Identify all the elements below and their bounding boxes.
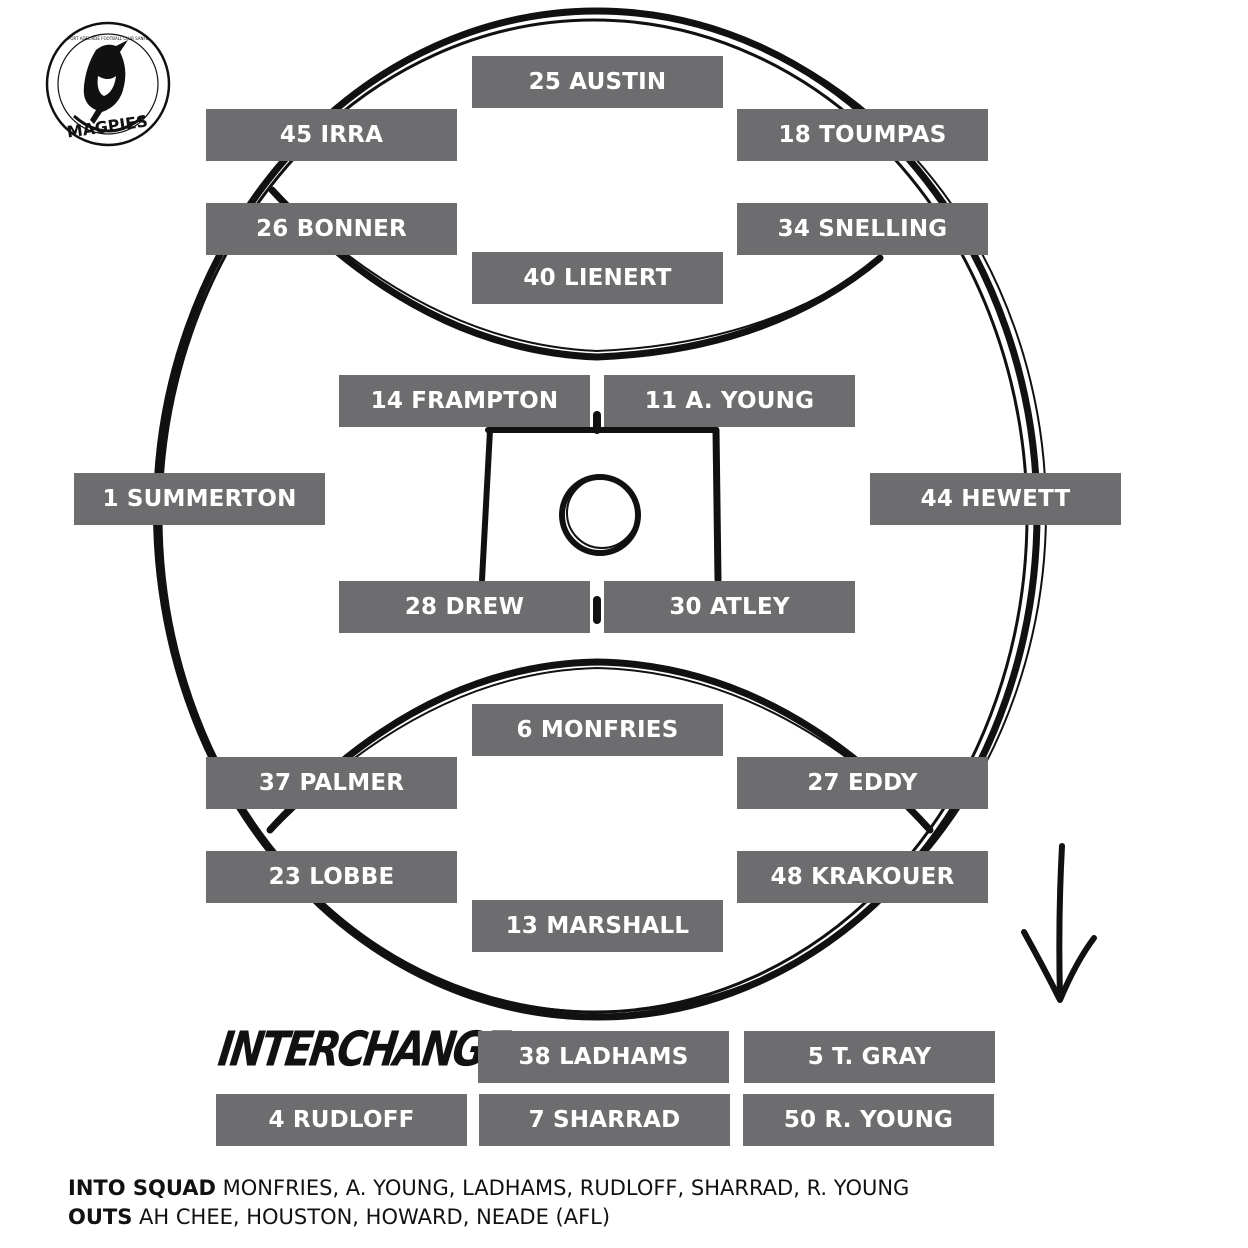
magpie-logo-icon: MAGPIES PORT ADELAIDE FOOTBALL CLUB SANF…	[45, 21, 171, 147]
player-centre-half-back: 6 MONFRIES	[472, 704, 723, 756]
interchange-player: 7 SHARRAD	[479, 1094, 730, 1146]
interchange-player: 5 T. GRAY	[744, 1031, 995, 1083]
interchange-player: 38 LADHAMS	[478, 1031, 729, 1083]
into-squad-label: INTO SQUAD	[68, 1176, 216, 1200]
player-full-forward: 25 AUSTIN	[472, 56, 723, 108]
player-centre-top-right: 11 A. YOUNG	[604, 375, 855, 427]
player-centre-bottom-right: 30 ATLEY	[604, 581, 855, 633]
logo-ring-text: PORT ADELAIDE FOOTBALL CLUB SANFL	[68, 36, 149, 41]
outs-value: AH CHEE, HOUSTON, HOWARD, NEADE (AFL)	[139, 1205, 611, 1229]
player-back-pocket-left: 23 LOBBE	[206, 851, 457, 903]
player-half-back-left: 37 PALMER	[206, 757, 457, 809]
interchange-player: 50 R. YOUNG	[743, 1094, 994, 1146]
into-squad-line: INTO SQUAD MONFRIES, A. YOUNG, LADHAMS, …	[68, 1176, 909, 1200]
player-wing-right: 44 HEWETT	[870, 473, 1121, 525]
player-centre-bottom-left: 28 DREW	[339, 581, 590, 633]
player-centre-top-left: 14 FRAMPTON	[339, 375, 590, 427]
down-arrow-icon	[1021, 843, 1097, 1003]
player-back-pocket-right: 48 KRAKOUER	[737, 851, 988, 903]
outs-line: OUTS AH CHEE, HOUSTON, HOWARD, NEADE (AF…	[68, 1205, 610, 1229]
player-half-forward-left: 26 BONNER	[206, 203, 457, 255]
player-wing-left: 1 SUMMERTON	[74, 473, 325, 525]
into-squad-value: MONFRIES, A. YOUNG, LADHAMS, RUDLOFF, SH…	[222, 1176, 910, 1200]
player-half-forward-right: 34 SNELLING	[737, 203, 988, 255]
outs-label: OUTS	[68, 1205, 133, 1229]
player-centre-half-forward: 40 LIENERT	[472, 252, 723, 304]
player-forward-pocket-right: 18 TOUMPAS	[737, 109, 988, 161]
interchange-title: INTERCHANGE	[214, 1022, 511, 1078]
player-half-back-right: 27 EDDY	[737, 757, 988, 809]
player-full-back: 13 MARSHALL	[472, 900, 723, 952]
interchange-player: 4 RUDLOFF	[216, 1094, 467, 1146]
player-forward-pocket-left: 45 IRRA	[206, 109, 457, 161]
